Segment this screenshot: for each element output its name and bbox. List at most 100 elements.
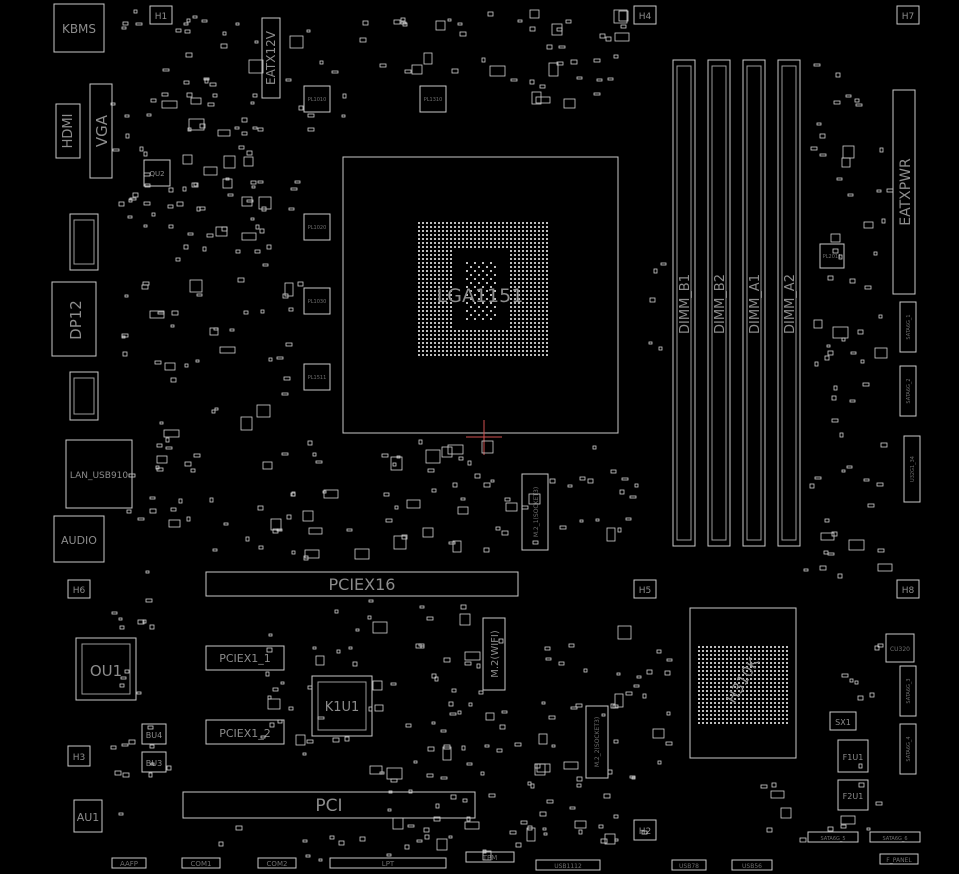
pl1010-chip[interactable]: PL1010 xyxy=(303,85,331,113)
mount-hole-h5[interactable]: H5 xyxy=(633,579,657,599)
usb1112-header[interactable]: USB1112 xyxy=(535,859,601,871)
lan-usb910-connector[interactable]: LAN_USB910 xyxy=(65,439,133,509)
cpu-pad xyxy=(434,314,436,316)
cpu-pad xyxy=(422,230,424,232)
pch-pad xyxy=(766,686,768,688)
cpu-pad xyxy=(426,310,428,312)
passive-component xyxy=(847,193,854,197)
passive-component xyxy=(250,180,257,185)
sx1-component[interactable]: SX1 xyxy=(829,711,857,731)
cpu-pad xyxy=(534,278,536,280)
pch-chip[interactable]: H310K xyxy=(689,607,797,759)
mount-hole-h6[interactable]: H6 xyxy=(67,579,91,599)
dimm-slot-a2[interactable]: DIMM_A2 xyxy=(777,59,801,547)
passive-component xyxy=(150,762,155,766)
eatx12v-connector[interactable]: EATX12V xyxy=(261,17,281,99)
vga-connector[interactable]: VGA xyxy=(89,83,113,179)
m2-wifi-socket[interactable]: M.2(WIFI) xyxy=(482,617,506,691)
cpu-pad xyxy=(518,294,520,296)
sata6g-5-header[interactable]: SATA6G_5 xyxy=(807,831,859,843)
ou1-chip[interactable]: OU1 xyxy=(75,637,137,701)
f1u1-chip[interactable]: F1U1 xyxy=(837,739,869,773)
cpu-pad xyxy=(430,242,432,244)
pci-slot[interactable]: PCI xyxy=(182,791,476,819)
cpu-pad xyxy=(442,242,444,244)
com2-header[interactable]: COM2 xyxy=(257,857,297,869)
mount-hole-h1[interactable]: H1 xyxy=(149,5,173,25)
pch-pad xyxy=(770,682,772,684)
cpu-pad xyxy=(418,314,420,316)
mount-hole-h4[interactable]: H4 xyxy=(633,5,657,25)
dimm-slot-a1[interactable]: DIMM_A1 xyxy=(742,59,766,547)
passive-component xyxy=(156,467,164,472)
pch-pad xyxy=(758,654,760,656)
pl1511-chip[interactable]: PL1511 xyxy=(303,363,331,391)
passive-component xyxy=(186,516,191,522)
u32g1-34-header[interactable]: U32G1_34 xyxy=(903,435,921,503)
cpu-pad xyxy=(486,354,488,356)
pciex1-2-slot[interactable]: PCIEX1_2 xyxy=(205,719,285,745)
pl1310-chip[interactable]: PL1310 xyxy=(419,85,447,113)
pch-pad xyxy=(738,674,740,676)
passive-component xyxy=(840,815,856,825)
passive-component xyxy=(285,78,292,82)
cu320-chip[interactable]: CU320 xyxy=(885,633,915,663)
sata6g-2-header[interactable]: SATA6G_2 xyxy=(899,365,917,417)
dp12-connector[interactable]: DP12 xyxy=(51,281,97,357)
cpu-pad xyxy=(418,238,420,240)
cpu-pad xyxy=(466,262,468,264)
bu4-chip[interactable]: BU4 xyxy=(141,723,167,745)
aafp-header[interactable]: AAFP xyxy=(111,857,147,869)
cpu-socket[interactable]: LGA1151 xyxy=(342,156,619,455)
dimm-slot-b1[interactable]: DIMM_B1 xyxy=(672,59,696,547)
f2u1-chip[interactable]: F2U1 xyxy=(837,779,869,811)
cpu-pad xyxy=(494,266,496,268)
mount-hole-h8[interactable]: H8 xyxy=(896,579,920,599)
au1-chip[interactable]: AU1 xyxy=(73,799,103,833)
m2-socket3-top[interactable]: M.2_1(SOCKET3) xyxy=(521,473,549,551)
eatxpwr-connector[interactable]: EATXPWR xyxy=(892,89,916,295)
sata6g-1-header[interactable]: SATA6G_1 xyxy=(899,301,917,353)
cpu-pad xyxy=(498,222,500,224)
usb78-header[interactable]: USB78 xyxy=(671,859,707,871)
pch-pad xyxy=(762,698,764,700)
cpu-pad xyxy=(526,270,528,272)
usb-stack-upper[interactable] xyxy=(69,213,99,271)
com1-header[interactable]: COM1 xyxy=(181,857,221,869)
mount-hole-h7[interactable]: H7 xyxy=(896,5,920,25)
usb-stack-lower[interactable] xyxy=(69,371,99,421)
cpu-pad xyxy=(450,302,452,304)
pl1020-chip[interactable]: PL1020 xyxy=(303,213,331,241)
pciex16-slot[interactable]: PCIEX16 xyxy=(205,571,519,597)
pciex1-1-slot[interactable]: PCIEX1_1 xyxy=(205,645,285,671)
m2-socket3-bottom[interactable]: M.2_2(SOCKET3) xyxy=(585,705,609,779)
cpu-pad xyxy=(450,222,452,224)
passive-component xyxy=(803,568,809,572)
usb56-header[interactable]: USB56 xyxy=(731,859,773,871)
pl1030-chip[interactable]: PL1030 xyxy=(303,287,331,315)
audio-connector[interactable]: AUDIO xyxy=(53,515,105,563)
bu3-chip[interactable]: BU3 xyxy=(141,751,167,773)
sata6g-3-header[interactable]: SATA6G_3 xyxy=(899,665,917,717)
tpm-header[interactable]: TPM xyxy=(465,851,515,863)
mount-hole-h2[interactable]: H2 xyxy=(633,819,657,841)
pl2011-chip[interactable]: PL2011 xyxy=(819,243,845,269)
cpu-pad xyxy=(458,346,460,348)
hdmi-connector[interactable]: HDMI xyxy=(55,103,81,159)
k1u1-chip[interactable]: K1U1 xyxy=(311,675,373,737)
passive-component xyxy=(175,257,181,262)
pch-pad xyxy=(774,698,776,700)
lpt-header[interactable]: LPT xyxy=(329,857,447,869)
sata6g-6-header[interactable]: SATA6G_6 xyxy=(869,831,921,843)
dimm-slot-b2[interactable]: DIMM_B2 xyxy=(707,59,731,547)
cpu-pad xyxy=(462,346,464,348)
cpu-pad xyxy=(446,226,448,228)
kbms-connector[interactable]: KBMS xyxy=(53,3,105,53)
f-panel-header[interactable]: F_PANEL xyxy=(879,853,919,865)
pch-pad xyxy=(774,658,776,660)
mount-hole-h3[interactable]: H3 xyxy=(67,745,91,767)
cpu-pad xyxy=(482,262,484,264)
sata6g-4-header[interactable]: SATA6G_4 xyxy=(899,723,917,775)
cpu-pad xyxy=(510,314,512,316)
pch-pad xyxy=(722,678,724,680)
